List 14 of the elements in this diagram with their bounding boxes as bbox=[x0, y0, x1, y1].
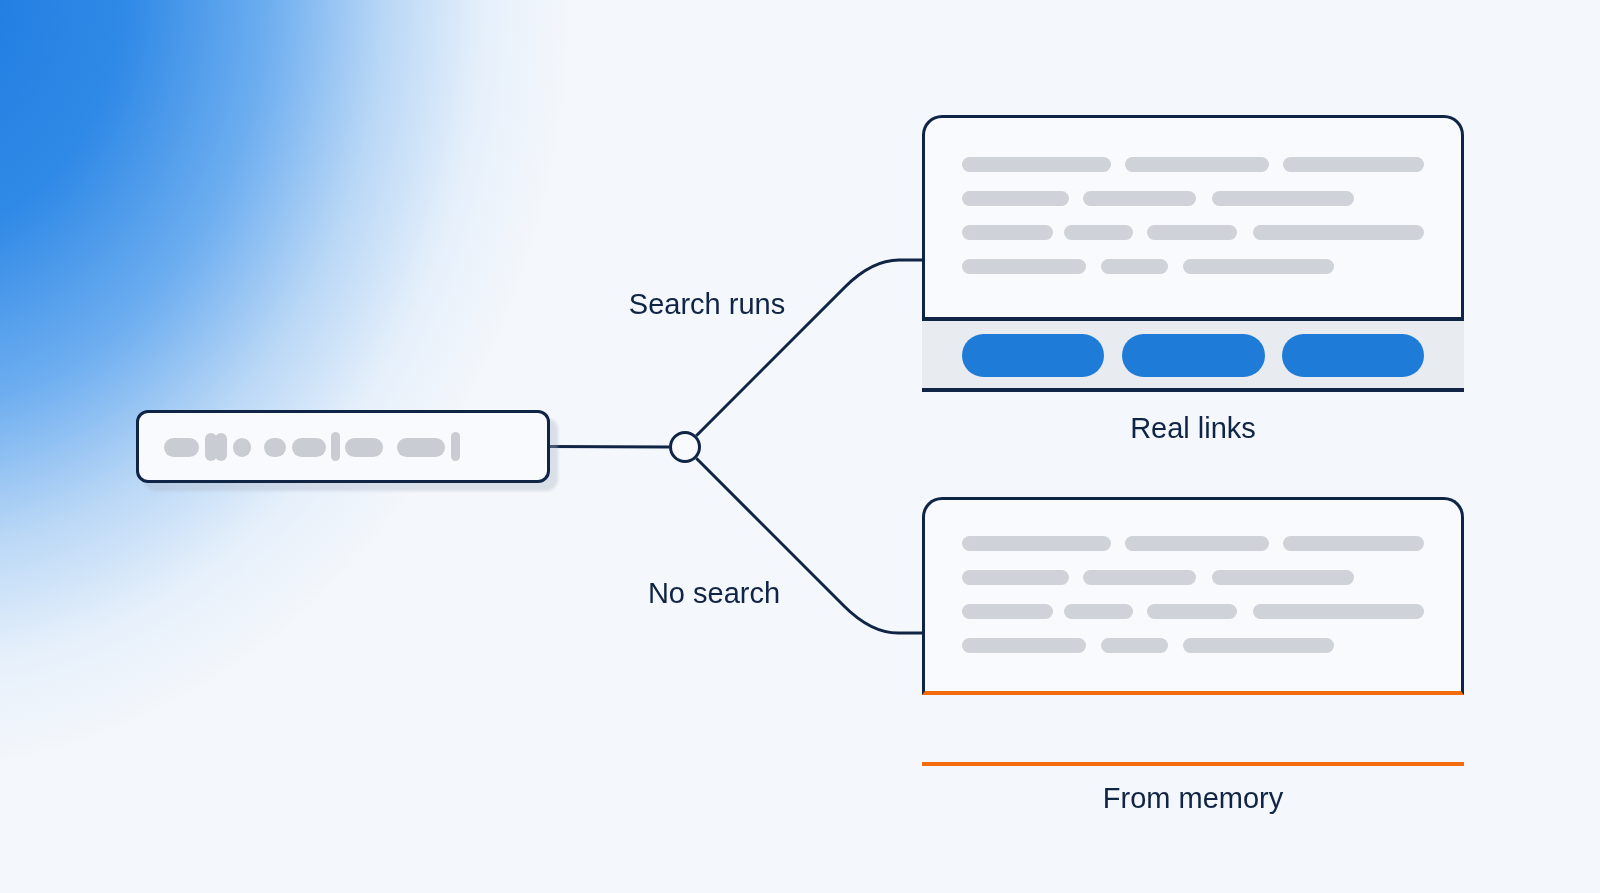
connector-line bbox=[695, 457, 922, 635]
connector-line bbox=[695, 258, 922, 437]
connector-line bbox=[550, 445, 669, 449]
edge-label: Search runs bbox=[628, 286, 786, 322]
card-caption: Real links bbox=[1130, 410, 1256, 446]
link-pill bbox=[962, 334, 1104, 377]
query-field bbox=[136, 410, 550, 483]
card-caption: From memory bbox=[1102, 780, 1284, 816]
result-card bbox=[922, 497, 1464, 766]
link-pill bbox=[1282, 334, 1424, 377]
result-card bbox=[922, 115, 1464, 392]
link-pill bbox=[1122, 334, 1265, 377]
branch-circle bbox=[669, 431, 701, 463]
edge-label: No search bbox=[647, 575, 781, 611]
